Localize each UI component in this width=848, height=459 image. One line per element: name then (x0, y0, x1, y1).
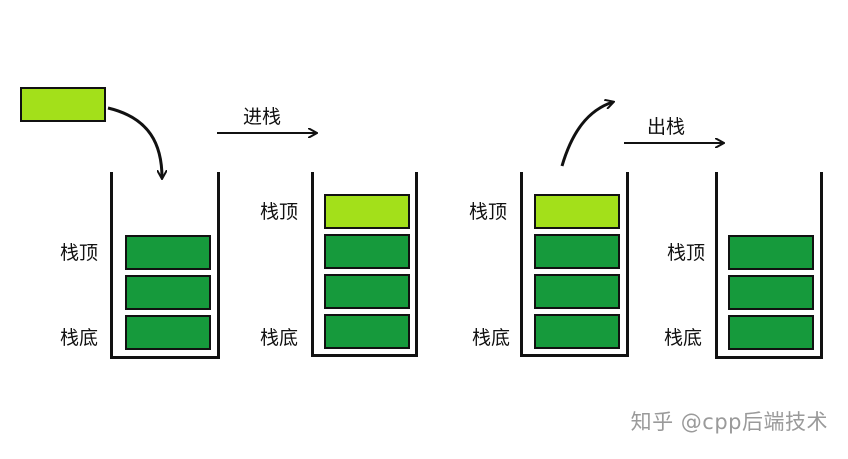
stack-2-element (324, 234, 410, 269)
stack-1-element (125, 235, 211, 270)
stack-4-top-label: 栈顶 (667, 242, 706, 264)
stack-3-element (534, 274, 620, 309)
stack-4-element (728, 315, 814, 350)
stack-3-bottom-label: 栈底 (472, 327, 511, 349)
stack-2-top-label: 栈顶 (260, 201, 299, 223)
stack-3-new-element (534, 194, 620, 229)
pop-label: 出栈 (647, 116, 686, 138)
stack-4 (715, 172, 823, 359)
stack-2 (311, 172, 418, 357)
stack-1-bottom-label: 栈底 (60, 327, 99, 349)
stack-2-element (324, 314, 410, 349)
stack-1 (110, 172, 220, 359)
stack-4-element (728, 275, 814, 310)
watermark: 知乎 @cpp后端技术 (630, 410, 828, 434)
push-label: 进栈 (243, 106, 282, 128)
stack-2-bottom-label: 栈底 (260, 327, 299, 349)
stack-3-element (534, 234, 620, 269)
stack-2-new-element (324, 194, 410, 229)
stack-3 (520, 172, 629, 357)
incoming-element (20, 87, 106, 122)
stack-1-element (125, 275, 211, 310)
stack-1-element (125, 315, 211, 350)
stack-1-top-label: 栈顶 (60, 242, 99, 264)
pop-curve-arrow (560, 102, 613, 167)
stack-3-top-label: 栈顶 (469, 201, 508, 223)
stack-2-element (324, 274, 410, 309)
stack-4-bottom-label: 栈底 (664, 327, 703, 349)
push-curve-arrow (107, 106, 162, 178)
stack-4-element (728, 235, 814, 270)
stack-3-element (534, 314, 620, 349)
